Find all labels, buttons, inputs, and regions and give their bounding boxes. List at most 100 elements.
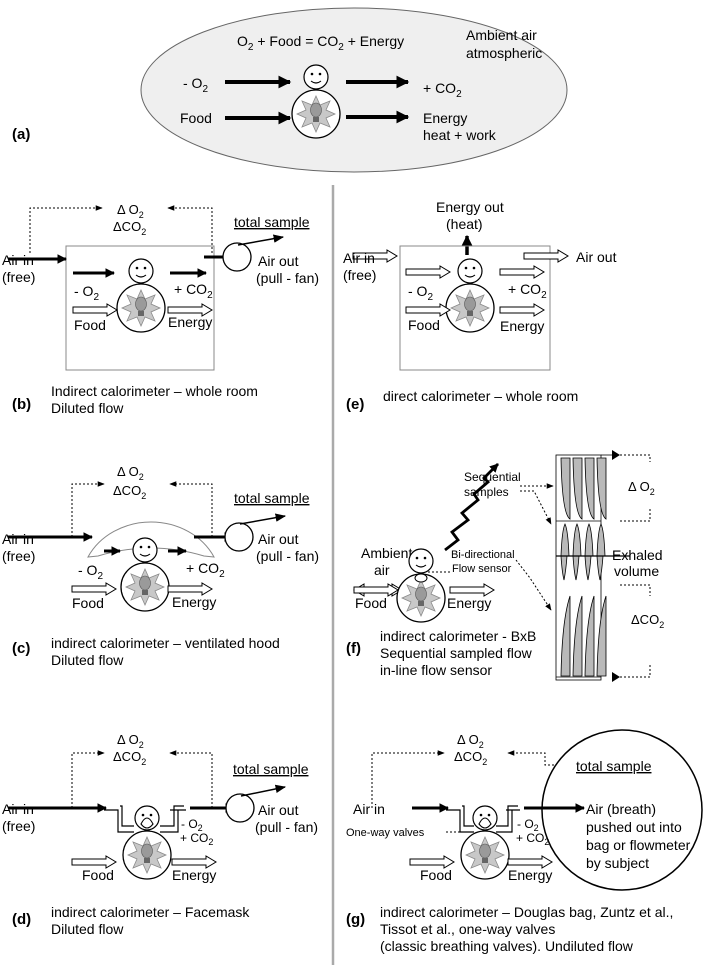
bag-label-1: Air (breath) [586,801,656,817]
panel-c: Δ O2 ΔCO2 total sample Air in (free) Air… [2,464,319,668]
panel-f-caption-3: in-line flow sensor [380,662,492,678]
fan-icon [222,242,252,272]
flow-sensor-label: Flow sensor [452,563,512,575]
delta-co2-label: ΔCO2 [113,749,146,767]
panel-a-equation: O2 + Food = CO2 + Energy [237,33,404,53]
food-label: Food [355,595,387,611]
food-label: Food [74,317,106,333]
volume-label: volume [614,563,659,579]
food-label: Food [72,595,104,611]
total-sample-label: total sample [233,761,309,777]
panel-f-caption-1: indirect calorimeter - BxB [380,628,536,644]
air-in-label: Air in [2,252,34,268]
energy-label: Energy [168,314,212,330]
panel-b: Δ O2 ΔCO2 total sample Air in (free) Air… [2,202,319,416]
delta-co2-label: ΔCO2 [631,612,664,630]
panel-c-caption-1: indirect calorimeter – ventilated hood [51,635,280,651]
energy-label: Energy [500,318,544,334]
do2-bracket-bottom [620,508,651,522]
air-label: air [374,562,390,578]
sample-arrow-bottom [515,559,552,611]
minus-o2-label: - O2 [408,283,433,303]
panel-a: O2 + Food = CO2 + Energy Ambient air atm… [12,7,568,173]
minus-o2-label: - O2 [517,817,539,833]
facemask-tube [104,805,186,833]
o2-waveform-1 [572,457,583,520]
plus-co2-label: + CO2 [180,831,213,847]
volume-waveform-up-0 [560,523,570,557]
volume-waveform-down-0 [560,555,568,581]
air-out-label: Air out [258,253,299,269]
panel-f-caption-2: Sequential sampled flow [380,645,533,661]
heat-work-label: heat + work [423,127,497,143]
plus-co2-label: + CO2 [174,281,213,301]
sample-line [444,463,499,552]
total-sample-label: total sample [234,490,310,506]
mouth-valve [478,817,492,829]
delta-co2-label: ΔCO2 [113,483,146,501]
air-in-label: Air in [343,250,375,266]
bag-label-4: by subject [586,855,649,871]
panel-g-caption-1: indirect calorimeter – Douglas bag, Zunt… [380,904,673,920]
panel-d-letter: (d) [12,911,31,928]
atmospheric-label: atmospheric [466,45,542,61]
co2-waveform-2 [584,595,595,677]
bag-label-3: bag or flowmeter [586,837,691,853]
pull-fan-label: (pull - fan) [255,819,318,835]
volume-waveform-up-2 [584,523,594,557]
energy-out-label: Energy out [436,199,504,215]
delta-o2-label: Δ O2 [117,464,144,482]
ambient-label: Ambient [361,545,412,561]
panel-b-caption-1: Indirect calorimeter – whole room [51,383,258,399]
sequential-label: Sequential [464,470,521,484]
panel-c-caption-2: Diluted flow [51,652,124,668]
air-in-label: Air in [2,801,34,817]
heat-label: (heat) [446,216,483,232]
volume-waveform-down-1 [572,555,580,581]
minus-o2-label: - O2 [181,817,203,833]
delta-o2-label: Δ O2 [117,732,144,750]
o2-waveform-2 [584,457,595,520]
pull-fan-label: (pull - fan) [256,548,319,564]
mouthpiece [414,573,428,583]
panel-b-letter: (b) [12,396,31,413]
volume-waveform-down-3 [596,555,604,581]
bag-label-2: pushed out into [586,819,682,835]
air-in-label: Air in [353,801,385,817]
plus-co2-label: + CO2 [186,560,225,580]
food-label: Food [180,110,212,126]
energy-label: Energy [508,867,552,883]
panel-g-caption-3: (classic breathing valves). Undiluted fl… [380,938,634,954]
panel-d-caption-1: indirect calorimeter – Facemask [51,904,250,920]
dotted-sample-arrow-right [169,481,213,537]
delta-co2-label: ΔCO2 [113,219,146,237]
panel-f: Δ O2 ΔCO2 Exhaled volume Sequential samp… [346,450,664,682]
co2-waveform-3 [596,595,607,677]
food-label: Food [408,317,440,333]
fan-icon [224,522,254,552]
dco2-bracket-bottom [620,664,651,678]
one-way-valves-label: One-way valves [346,827,425,839]
do2-arrowhead [612,450,620,460]
do2-bracket-top [620,454,651,462]
dotted-sample-arrow-right [169,750,213,808]
dco2-bracket-top [620,584,651,596]
o2-waveform-0 [560,457,571,520]
delta-o2-label: Δ O2 [628,479,655,497]
panel-d: Δ O2 ΔCO2 total sample Air in (free) Air… [2,732,318,937]
dotted-sample-arrow-left [29,205,103,253]
fan-exhaust-arrow [239,513,287,525]
energy-label: Energy [423,110,467,126]
volume-waveform-up-3 [596,523,606,557]
fan-exhaust-arrow [237,234,285,246]
plus-co2-label: + CO2 [516,831,549,847]
dotted-sample-arrow-left [71,750,105,808]
food-label: Food [82,867,114,883]
panel-e-caption-1: direct calorimeter – whole room [383,388,578,404]
valve-tube [446,805,520,833]
douglas-bag [541,729,703,891]
air-out-label: Air out [576,249,617,265]
panel-c-letter: (c) [12,640,30,657]
minus-o2-label: - O2 [78,562,103,582]
